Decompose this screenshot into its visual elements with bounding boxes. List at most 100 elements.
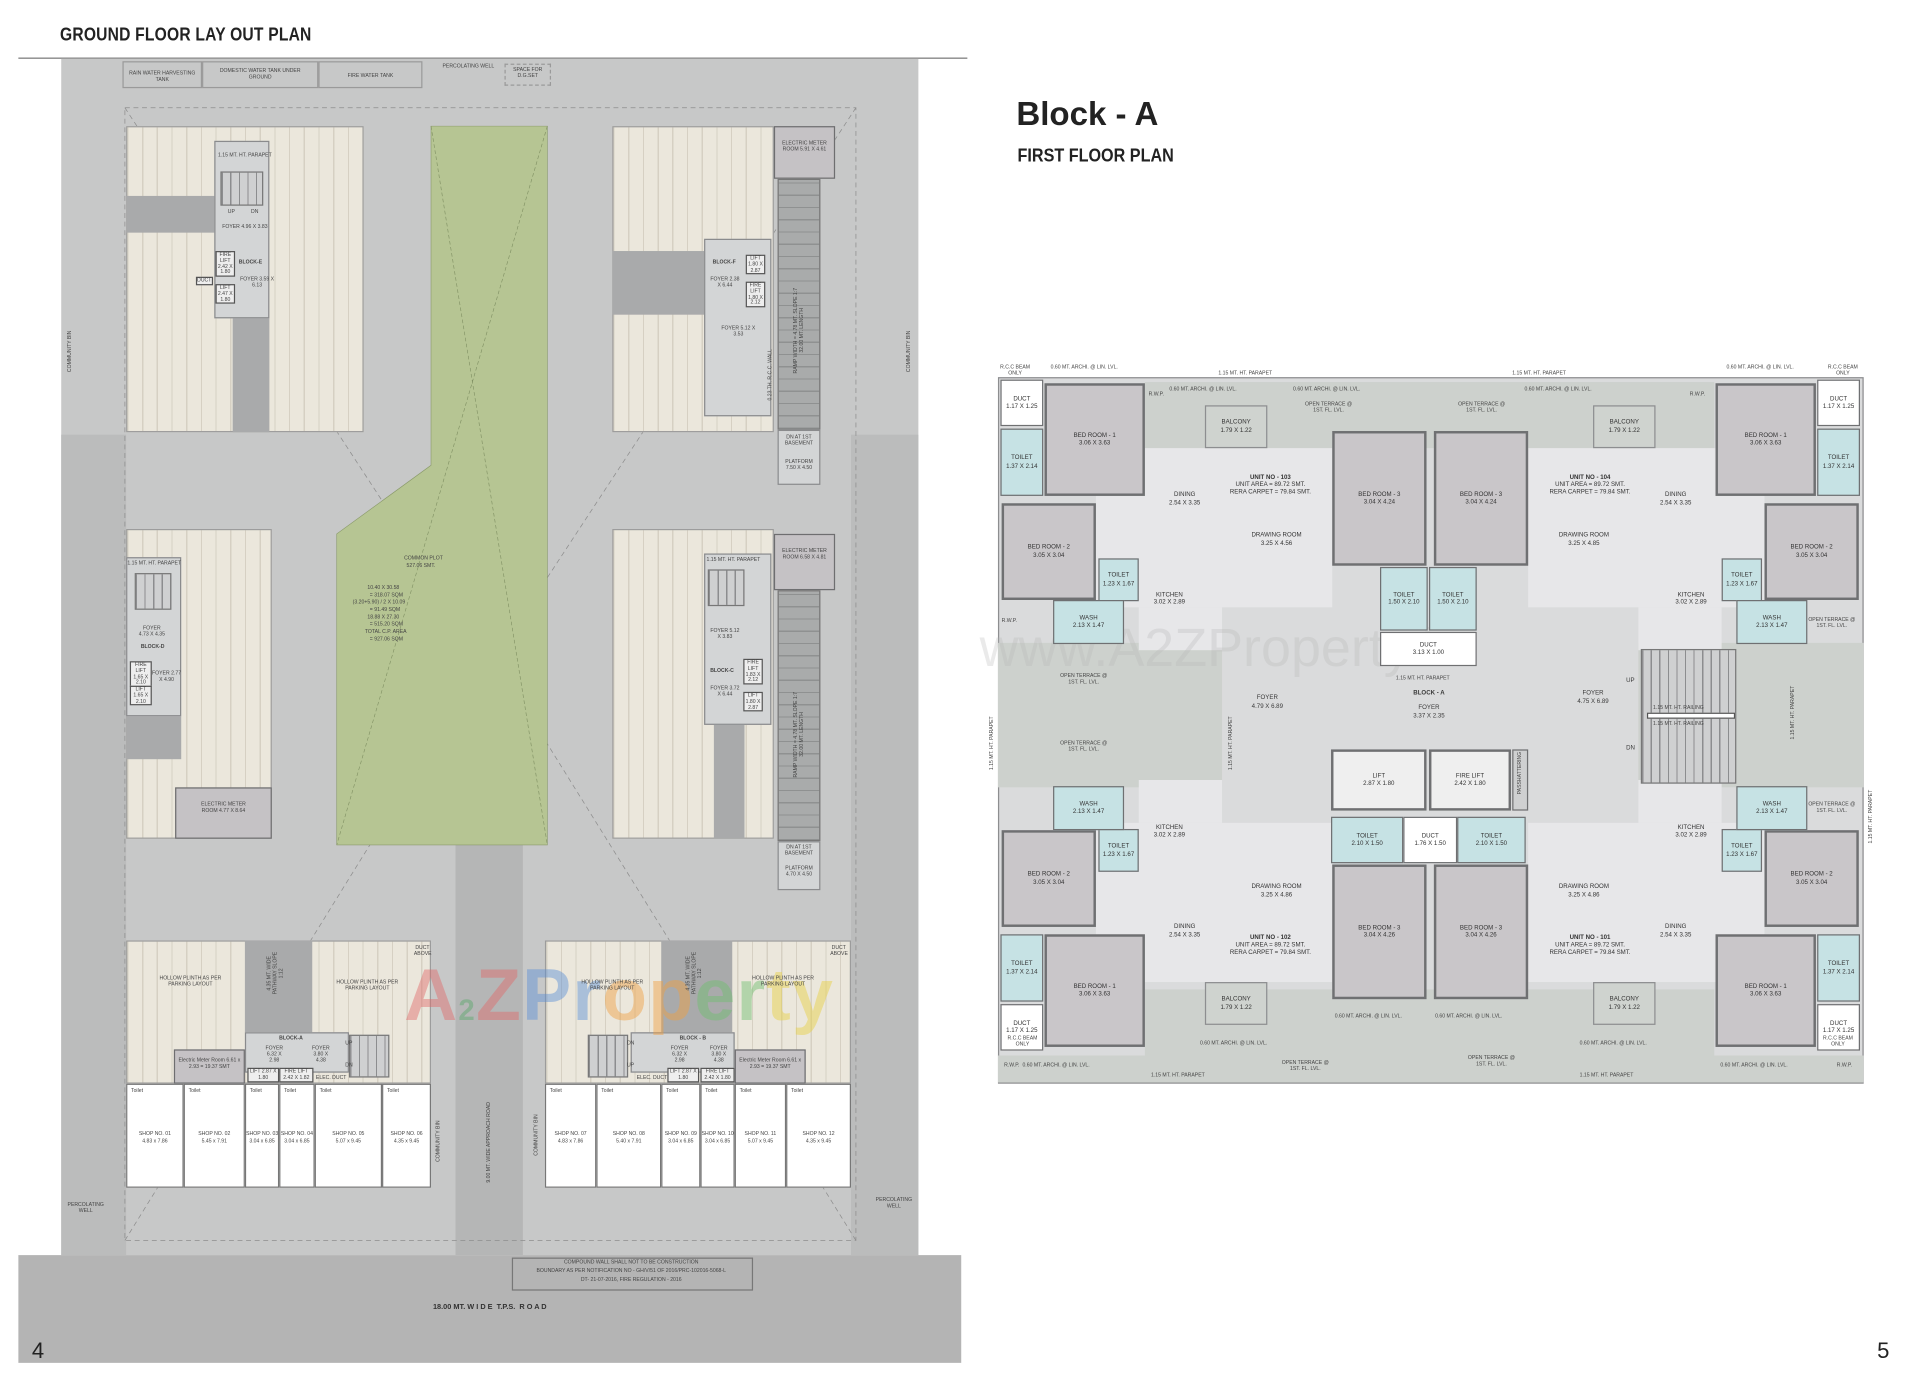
block-c-name: BLOCK-C — [710, 667, 734, 674]
room-size: 1.79 X 1.22 — [1608, 1003, 1640, 1011]
community-bin-label-1: COMMUNITY BIN — [66, 330, 73, 373]
block-d-name: BLOCK-D — [140, 642, 165, 649]
room-size: 3.06 X 3.63 — [1079, 439, 1111, 447]
block-b-dn: DN — [626, 1039, 635, 1046]
block-d-meter-label: ELECTRIC METER ROOM 4.77 X 8.64 — [201, 800, 246, 813]
road-label: 18.00 MT. W I D E T.P.S. R O A D — [432, 1304, 547, 1312]
foyer-center-size: 3.37 X 2.35 — [1413, 712, 1445, 721]
shop-name: SHOP NO. 03 — [246, 1130, 279, 1137]
unit-living-area — [1138, 780, 1223, 823]
block-d-parapet: 1.15 MT. HT. PARAPET — [127, 559, 182, 566]
shop-toilet-label: Toilet — [705, 1087, 718, 1094]
room-size: 2.10 X 1.50 — [1475, 840, 1508, 848]
block-b-hollow-2: HOLLOW PLINTH AS PER PARKING LAYOUT — [752, 974, 814, 987]
room-name: DUCT — [1013, 395, 1031, 403]
shop-size: 4.35 x 9.45 — [393, 1137, 420, 1144]
block-c-foyer-2: FOYER 3.72 X 6.44 — [710, 684, 740, 697]
block-b-duct-above: DUCT ABOVE — [830, 944, 848, 957]
block-b-pathway — [661, 940, 733, 1033]
room-name: DRAWING ROOM — [1558, 531, 1609, 540]
room-name: BALCONY — [1221, 419, 1251, 427]
room-size: 2.13 X 1.47 — [1072, 808, 1105, 816]
rcc-note-br: R.C.C BEAM ONLY — [1822, 1034, 1853, 1047]
rcc-note-bl: R.C.C BEAM ONLY — [1007, 1034, 1038, 1047]
fire-water-tank-label: FIRE WATER TANK — [347, 72, 394, 79]
block-f-dn-basement: DN AT 1ST BASEMENT — [784, 433, 814, 446]
shop-size: 5.07 x 9.45 — [747, 1137, 774, 1144]
percolating-well-right: PERCOLATING WELL — [875, 1196, 913, 1209]
block-d-meter-room — [175, 787, 272, 839]
room-name: TOILET — [1393, 591, 1415, 599]
room-size: 1.37 X 2.14 — [1822, 967, 1855, 976]
rwp-note-5: R.W.P. — [1836, 1061, 1853, 1068]
shop-name: SHOP NO. 05 — [332, 1130, 365, 1137]
tps-road — [18, 1255, 962, 1363]
room-size: 3.25 X 4.86 — [1260, 890, 1293, 899]
shop-name: SHOP NO. 07 — [554, 1130, 587, 1137]
room-size: 1.23 X 1.67 — [1726, 579, 1758, 588]
core-block-label: BLOCK - A — [1413, 689, 1445, 697]
block-d-foyer-2: FOYER 2.77 X 4.90 — [151, 669, 182, 682]
block-c-platform-label: PLATFORM 4.70 X 4.50 — [785, 864, 813, 877]
shop-toilet-label: Toilet — [319, 1087, 332, 1094]
room-size: 1.17 X 1.25 — [1006, 1027, 1038, 1035]
room-name: DINING — [1173, 923, 1196, 931]
room-name: TOILET — [1442, 591, 1464, 599]
room-size: 2.13 X 1.47 — [1072, 622, 1105, 630]
room-size: 3.25 X 4.56 — [1260, 539, 1293, 547]
room-size: 3.02 X 2.89 — [1153, 831, 1186, 839]
drive-lane-left — [61, 434, 127, 1256]
block-d-fire-lift: FIRE LIFT 1.65 X 2.10 — [129, 661, 152, 688]
room-size: 3.06 X 3.63 — [1750, 990, 1782, 998]
compound-note-1: COMPOUND WALL SHALL NOT TO BE CONSTRUCTI… — [563, 1258, 699, 1265]
shaft — [1512, 749, 1529, 811]
common-plot-calc-4: = 91.49 SQM — [369, 606, 401, 613]
room-size: 1.37 X 2.14 — [1006, 967, 1038, 976]
archi-note-3: 0.60 MT. ARCHI. @ LIN. LVL. — [1293, 385, 1361, 392]
block-f-ramp — [777, 178, 821, 430]
percolating-well-label: PERCOLATING WELL — [442, 62, 495, 69]
terrace-note-6: OPEN TERRACE @ 1ST. FL. LVL. — [1808, 800, 1856, 813]
block-d-foyer-1: FOYER 4.73 X 4.35 — [138, 624, 165, 637]
room-size: 3.04 X 4.24 — [1465, 498, 1497, 506]
block-a-foyer-1: FOYER 6.32 X 2.98 — [265, 1044, 284, 1063]
shop-size: 3.04 x 6.85 — [249, 1137, 275, 1144]
room-size: 3.13 X 1.00 — [1412, 648, 1445, 657]
shop-toilet-label: Toilet — [249, 1087, 262, 1094]
room-name: DRAWING ROOM — [1251, 531, 1302, 540]
room-size: 1.23 X 1.67 — [1102, 579, 1135, 588]
rwp-note-3: R.W.P. — [1001, 617, 1017, 624]
room-name: TOILET — [1107, 842, 1130, 851]
room-size: 1.50 X 2.10 — [1388, 598, 1420, 607]
room-size: 3.04 X 4.26 — [1363, 931, 1396, 940]
room-name: TOILET — [1011, 454, 1033, 462]
block-e-core — [214, 140, 270, 319]
unit-number: UNIT NO - 104 — [1569, 473, 1611, 481]
room-name: BED ROOM - 1 — [1073, 431, 1116, 440]
archi-note-2: 0.60 MT. ARCHI. @ LIN. LVL. — [1169, 385, 1237, 392]
shop-toilet-label: Toilet — [791, 1087, 803, 1094]
block-e-corridor — [126, 195, 218, 233]
room-size: 3.05 X 3.04 — [1033, 878, 1065, 886]
shop-size: 4.83 x 7.86 — [142, 1137, 168, 1144]
unit-living-area — [1638, 607, 1722, 651]
room-name: BED ROOM - 3 — [1358, 490, 1401, 499]
stair-dn: DN — [1626, 744, 1635, 752]
approach-road-label: 9.00 MT. WIDE APPROACH ROAD — [484, 1102, 492, 1183]
block-a-stairs — [348, 1034, 390, 1078]
compound-note-3: DT- 21-07-2016, FIRE REGULATION - 2016 — [580, 1275, 682, 1283]
foyer-left-size: 4.79 X 6.89 — [1251, 702, 1283, 711]
room-name: BED ROOM - 2 — [1027, 543, 1070, 552]
room-name: KITCHEN — [1155, 591, 1183, 599]
